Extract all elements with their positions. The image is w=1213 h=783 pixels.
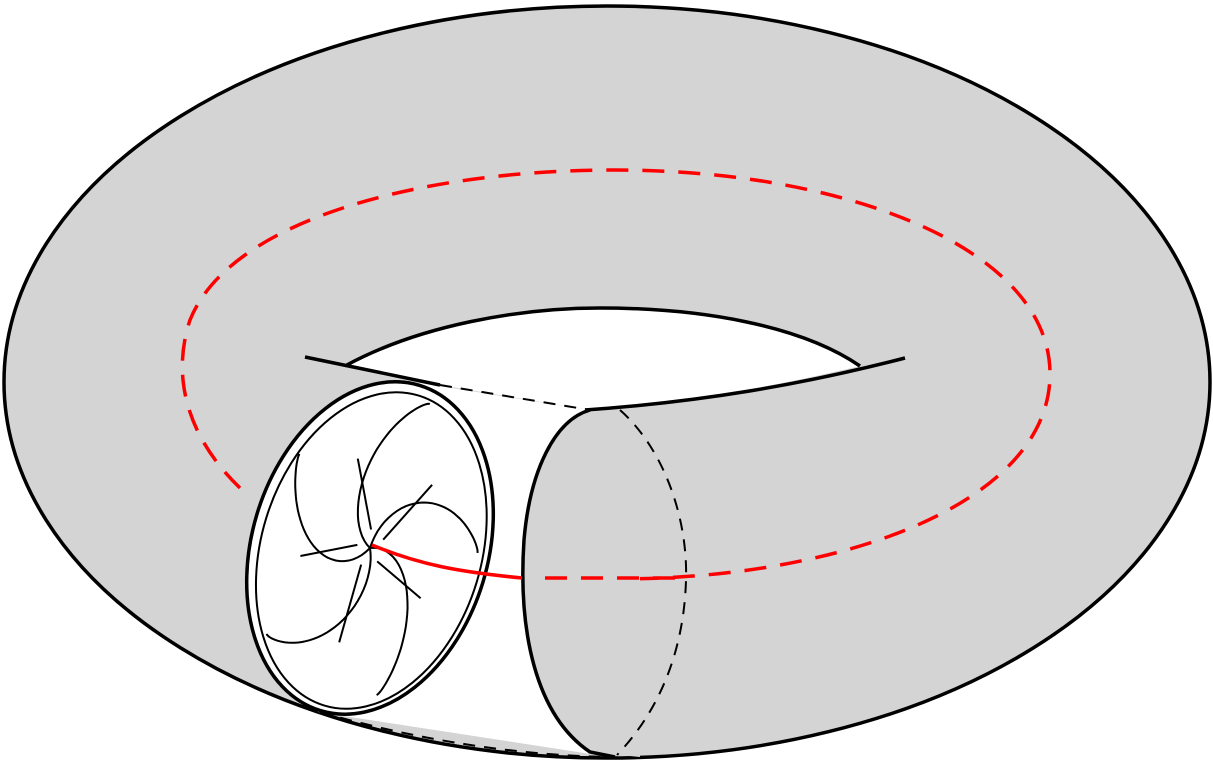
hole-top-edge	[344, 306, 861, 368]
hidden-top-edge	[439, 384, 591, 411]
spiral-arm	[369, 546, 409, 696]
spiral-radial-segment	[300, 543, 358, 557]
right-tube-cut-edge	[521, 408, 616, 759]
spiral-arm	[356, 402, 431, 549]
spiral-disk	[244, 380, 496, 716]
hole-right-edge	[584, 356, 906, 412]
disk-inner-rim	[254, 391, 488, 710]
spiral-arm	[265, 547, 372, 644]
right-tube-hidden-edge	[616, 409, 688, 756]
spiral-radial-segment	[382, 484, 433, 541]
spiral-arm	[369, 501, 479, 554]
core-circle-dashed	[180, 168, 1052, 581]
spiral-radial-segment	[356, 458, 373, 530]
spiral-arm	[294, 453, 371, 563]
torus-hole	[345, 308, 860, 410]
spiral-radial-segment	[376, 560, 422, 600]
hole-left-edge	[304, 355, 441, 387]
hidden-bottom-edge	[319, 711, 611, 758]
right-tube-cut-fill	[522, 410, 640, 757]
core-curve-solid	[371, 543, 523, 580]
spiral-radial-segment	[338, 564, 363, 643]
